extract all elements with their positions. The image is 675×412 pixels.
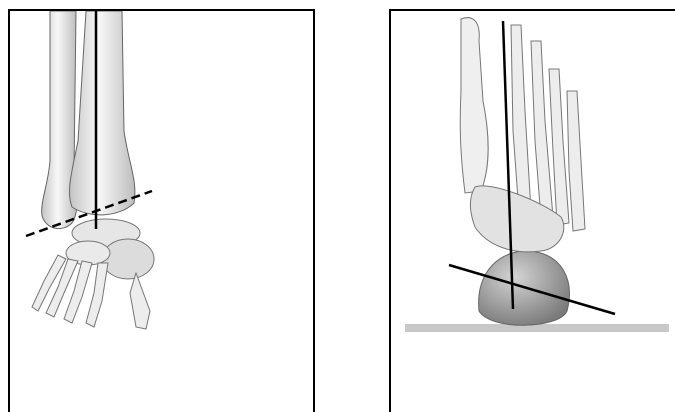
ground-plane: [405, 324, 669, 332]
big-toe-bones: [460, 18, 488, 193]
toe-bones: [531, 41, 553, 219]
toe-bones: [511, 25, 531, 213]
toe-bone: [130, 273, 150, 329]
foot-rear-illustration: [391, 11, 675, 412]
tarsal-bone: [102, 239, 154, 279]
toe-bones: [567, 91, 585, 231]
ankle-front-illustration: [10, 11, 315, 412]
tibia-bone: [70, 11, 135, 215]
left-ankle-panel: [8, 9, 315, 412]
right-foot-panel: [389, 9, 675, 412]
